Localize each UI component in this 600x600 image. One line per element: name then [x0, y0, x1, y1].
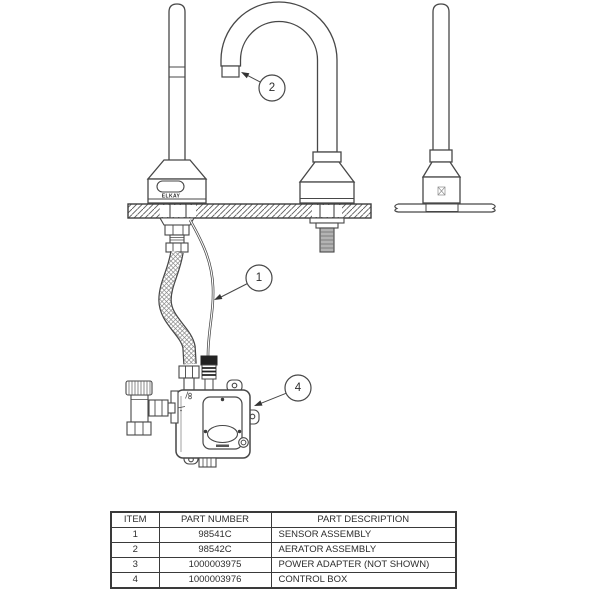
col-header-item: ITEM [110, 511, 160, 528]
cell-item: 4 [110, 571, 160, 589]
col-header-part-number: PART NUMBER [158, 511, 272, 528]
cable-connector [200, 355, 218, 391]
control-box [174, 389, 251, 468]
callout-1: 1 [214, 264, 273, 300]
gooseneck-faucet-front-view [220, 1, 356, 204]
cell-part-description: POWER ADAPTER (NOT SHOWN) [270, 556, 457, 573]
sensor-window [156, 180, 185, 193]
faucet-rear-view [421, 3, 462, 204]
cell-item: 3 [110, 556, 160, 573]
flow-icon [185, 391, 192, 400]
gooseneck-mounting-stud [309, 217, 345, 253]
cell-part-number: 98541C [158, 526, 272, 543]
sensor-faucet-side-view: ELKAY [146, 3, 208, 204]
parts-table: ITEM PART NUMBER PART DESCRIPTION 1 9854… [110, 511, 457, 589]
callout-2-number: 2 [269, 82, 275, 94]
callout-2: 2 [241, 72, 286, 102]
table-row: 2 98542C AERATOR ASSEMBLY [110, 541, 457, 558]
cell-item: 2 [110, 541, 160, 558]
cell-part-number: 1000003976 [158, 571, 272, 589]
shutoff-valve [125, 380, 179, 436]
callout-1-number: 1 [256, 272, 262, 284]
cell-part-description: SENSOR ASSEMBLY [270, 526, 457, 543]
col-header-part-description: PART DESCRIPTION [270, 511, 457, 528]
box-cover-panel [202, 396, 243, 450]
cell-part-description: AERATOR ASSEMBLY [270, 541, 457, 558]
callout-4-number: 4 [295, 382, 302, 394]
table-row: 3 1000003975 POWER ADAPTER (NOT SHOWN) [110, 556, 457, 573]
counter-deck [127, 203, 372, 219]
table-header-row: ITEM PART NUMBER PART DESCRIPTION [110, 511, 457, 528]
rear-view-deck-plate [394, 203, 496, 213]
left-mounting-hardware [159, 217, 195, 253]
sensor-cable [188, 219, 215, 357]
table-row: 4 1000003976 CONTROL BOX [110, 571, 457, 589]
brand-logo-text: ELKAY [162, 194, 181, 200]
cell-part-number: 98542C [158, 541, 272, 558]
valve-knurled-cap [125, 380, 153, 396]
box-oval-detail [206, 424, 239, 444]
bottom-connector [198, 457, 217, 468]
braided-supply-hose [158, 250, 197, 365]
grommet [238, 437, 249, 448]
cell-part-number: 1000003975 [158, 556, 272, 573]
aerator-tip [221, 65, 240, 78]
cell-item: 1 [110, 526, 160, 543]
table-row: 1 98541C SENSOR ASSEMBLY [110, 526, 457, 543]
cell-part-description: CONTROL BOX [270, 571, 457, 589]
hose-inlet-fitting [178, 365, 200, 391]
callout-4: 4 [254, 374, 312, 406]
